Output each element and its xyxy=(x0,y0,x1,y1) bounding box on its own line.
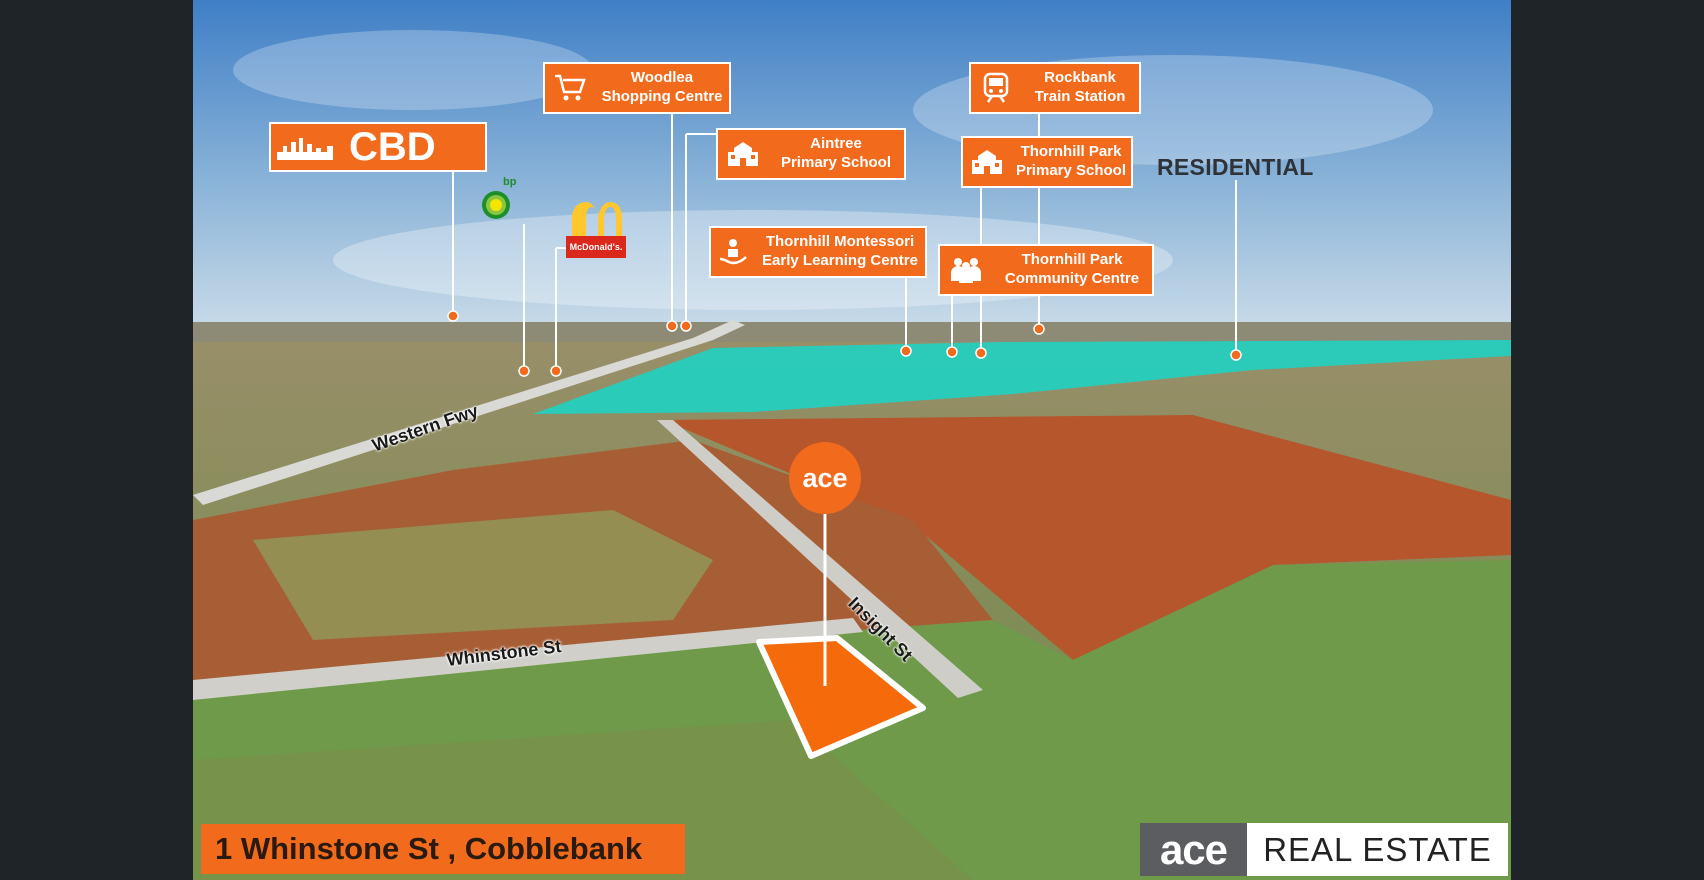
montessori-line1: Thornhill Montessori xyxy=(765,233,915,251)
residential-label: RESIDENTIAL xyxy=(1157,154,1314,180)
cbd-label: CBD xyxy=(349,125,436,169)
community-line1: Thornhill Park xyxy=(1021,251,1123,269)
mcdonalds-label: McDonald's. xyxy=(566,236,626,258)
montessori-line2: Early Learning Centre xyxy=(762,252,918,269)
bp-logo: bp xyxy=(479,176,519,224)
child-care-icon xyxy=(711,237,755,267)
city-skyline-icon xyxy=(271,134,349,160)
rockbank-line2: Train Station xyxy=(1034,88,1126,105)
community-line2: Community Centre xyxy=(1004,270,1140,287)
thornhill-school-line2: Primary School xyxy=(1015,162,1127,179)
property-address: 1 Whinstone St , Cobblebank xyxy=(201,824,685,874)
brand-ace: ace xyxy=(1140,823,1247,876)
thornhill-school-line1: Thornhill Park xyxy=(1020,143,1122,161)
rockbank-line1: Rockbank xyxy=(1044,69,1116,87)
brand-real-estate: REAL ESTATE xyxy=(1247,823,1508,876)
shopping-cart-icon xyxy=(545,74,595,102)
woodlea-line2: Shopping Centre xyxy=(601,88,723,105)
people-icon xyxy=(940,255,992,285)
mcdonalds-logo: McDonald's. xyxy=(566,202,630,264)
school-icon xyxy=(718,140,768,168)
ace-real-estate-logo: ace REAL ESTATE xyxy=(1140,823,1508,876)
aintree-line2: Primary School xyxy=(780,154,892,171)
school-icon xyxy=(963,148,1011,176)
cbd-callout: CBD xyxy=(269,122,487,172)
train-icon xyxy=(971,72,1021,104)
ace-location-pin: ace xyxy=(789,442,861,514)
aintree-line1: Aintree xyxy=(810,135,862,153)
woodlea-line1: Woodlea xyxy=(630,69,694,87)
bp-label: bp xyxy=(503,176,517,188)
